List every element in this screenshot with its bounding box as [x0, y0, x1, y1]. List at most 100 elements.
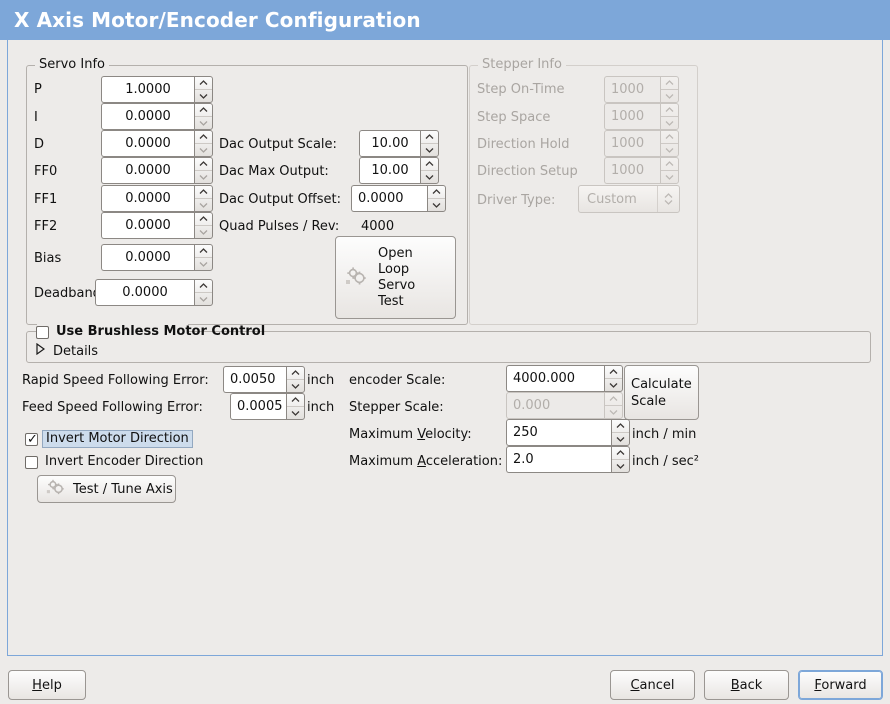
servo-input-deadband-value[interactable]: 0.0000: [95, 279, 194, 306]
maximum-velocity-input[interactable]: 250: [506, 419, 630, 446]
servo-input-ff1-spinner[interactable]: [194, 185, 213, 212]
servo-input-i[interactable]: 0.0000: [101, 103, 213, 130]
servo-input-bias[interactable]: 0.0000: [101, 244, 213, 271]
stepper-scale-spinner: [604, 392, 623, 419]
cancel-button[interactable]: Cancel: [610, 670, 695, 700]
open-loop-servo-test-button[interactable]: Open Loop Servo Test: [335, 236, 456, 319]
servo-input-ff2-spinner[interactable]: [194, 212, 213, 239]
spinner-down-icon[interactable]: [612, 433, 629, 446]
dac-max-output-value[interactable]: 10.00: [359, 157, 420, 184]
servo-input-d-spinner[interactable]: [194, 130, 213, 157]
servo-input-d-value[interactable]: 0.0000: [101, 130, 194, 157]
spinner-down-icon[interactable]: [195, 293, 212, 306]
dac-output-scale-input[interactable]: 10.00: [359, 130, 439, 157]
rapid-speed-following-error-input[interactable]: 0.0050: [223, 366, 305, 393]
dac-max-output-spinner[interactable]: [420, 157, 439, 184]
spinner-up-icon[interactable]: [195, 158, 212, 171]
spinner-down-icon[interactable]: [195, 90, 212, 103]
maximum-acceleration-value[interactable]: 2.0: [506, 446, 611, 473]
rapid-error-spinner[interactable]: [286, 366, 305, 393]
spinner-up-icon[interactable]: [612, 420, 629, 433]
open-loop-line-1: Open: [378, 245, 413, 261]
spinner-up-icon[interactable]: [195, 245, 212, 258]
spinner-down-icon[interactable]: [421, 171, 438, 184]
use-brushless-motor-control-checkbox[interactable]: Use Brushless Motor Control: [36, 324, 265, 340]
servo-input-ff1[interactable]: 0.0000: [101, 185, 213, 212]
spinner-up-icon[interactable]: [287, 367, 304, 380]
servo-input-ff2-value[interactable]: 0.0000: [101, 212, 194, 239]
spinner-down-icon[interactable]: [287, 407, 304, 420]
spinner-up-icon[interactable]: [612, 447, 629, 460]
spinner-up-icon[interactable]: [195, 280, 212, 293]
servo-input-i-spinner[interactable]: [194, 103, 213, 130]
spinner-down-icon[interactable]: [287, 380, 304, 393]
dac-max-output-input[interactable]: 10.00: [359, 157, 439, 184]
open-loop-line-3: Servo: [378, 277, 416, 293]
spinner-up-icon[interactable]: [195, 104, 212, 117]
triangle-right-icon[interactable]: [36, 342, 46, 359]
servo-input-deadband-spinner[interactable]: [194, 279, 213, 306]
spinner-down-icon[interactable]: [195, 144, 212, 157]
test-tune-axis-button[interactable]: Test / Tune Axis: [37, 475, 176, 503]
spinner-up-icon[interactable]: [195, 131, 212, 144]
spinner-down-icon[interactable]: [195, 171, 212, 184]
rapid-speed-following-error-value[interactable]: 0.0050: [223, 366, 286, 393]
spinner-down-icon[interactable]: [195, 258, 212, 271]
back-button[interactable]: Back: [704, 670, 789, 700]
spinner-down-icon[interactable]: [612, 460, 629, 473]
spinner-up-icon[interactable]: [428, 186, 445, 199]
servo-label-bias: Bias: [34, 251, 62, 266]
encoder-scale-input[interactable]: 4000.000: [506, 365, 623, 392]
servo-input-ff2[interactable]: 0.0000: [101, 212, 213, 239]
servo-input-p-value[interactable]: 1.0000: [101, 76, 194, 103]
servo-input-d[interactable]: 0.0000: [101, 130, 213, 157]
invert-motor-direction-checkbox[interactable]: ✓ Invert Motor Direction: [25, 430, 193, 448]
checkbox-box[interactable]: [36, 325, 49, 339]
checkbox-box[interactable]: ✓: [25, 432, 38, 447]
spinner-down-icon: [605, 406, 622, 419]
forward-button[interactable]: Forward: [798, 670, 883, 700]
feed-speed-following-error-value[interactable]: 0.0005: [230, 393, 286, 420]
servo-input-p[interactable]: 1.0000: [101, 76, 213, 103]
maximum-acceleration-spinner[interactable]: [611, 446, 630, 473]
servo-input-bias-spinner[interactable]: [194, 244, 213, 271]
calculate-scale-button[interactable]: Calculate Scale: [624, 365, 699, 420]
encoder-scale-spinner[interactable]: [604, 365, 623, 392]
details-disclosure[interactable]: Details: [36, 342, 98, 359]
spinner-down-icon[interactable]: [605, 379, 622, 392]
invert-encoder-direction-checkbox[interactable]: Invert Encoder Direction: [25, 454, 203, 470]
servo-input-ff0[interactable]: 0.0000: [101, 157, 213, 184]
spinner-up-icon[interactable]: [605, 366, 622, 379]
maximum-velocity-spinner[interactable]: [611, 419, 630, 446]
dac-output-scale-value[interactable]: 10.00: [359, 130, 420, 157]
spinner-up-icon[interactable]: [421, 158, 438, 171]
servo-input-ff0-value[interactable]: 0.0000: [101, 157, 194, 184]
spinner-down-icon[interactable]: [195, 226, 212, 239]
spinner-up-icon[interactable]: [195, 186, 212, 199]
servo-input-ff0-spinner[interactable]: [194, 157, 213, 184]
dac-output-offset-value[interactable]: 0.0000: [351, 185, 427, 212]
dac-output-offset-input[interactable]: 0.0000: [351, 185, 446, 212]
dac-output-offset-spinner[interactable]: [427, 185, 446, 212]
servo-input-p-spinner[interactable]: [194, 76, 213, 103]
spinner-down-icon[interactable]: [195, 199, 212, 212]
servo-input-ff1-value[interactable]: 0.0000: [101, 185, 194, 212]
maximum-velocity-value[interactable]: 250: [506, 419, 611, 446]
servo-input-bias-value[interactable]: 0.0000: [101, 244, 194, 271]
maximum-acceleration-input[interactable]: 2.0: [506, 446, 630, 473]
servo-input-deadband[interactable]: 0.0000: [95, 279, 213, 306]
spinner-down-icon[interactable]: [428, 199, 445, 212]
feed-speed-following-error-input[interactable]: 0.0005: [230, 393, 305, 420]
spinner-up-icon[interactable]: [421, 131, 438, 144]
feed-error-spinner[interactable]: [286, 393, 305, 420]
spinner-down-icon[interactable]: [195, 117, 212, 130]
encoder-scale-value[interactable]: 4000.000: [506, 365, 604, 392]
spinner-down-icon[interactable]: [421, 144, 438, 157]
spinner-up-icon[interactable]: [287, 394, 304, 407]
dac-output-scale-spinner[interactable]: [420, 130, 439, 157]
help-button[interactable]: Help: [8, 670, 86, 700]
spinner-up-icon[interactable]: [195, 77, 212, 90]
servo-input-i-value[interactable]: 0.0000: [101, 103, 194, 130]
spinner-up-icon[interactable]: [195, 213, 212, 226]
checkbox-box[interactable]: [25, 455, 38, 469]
